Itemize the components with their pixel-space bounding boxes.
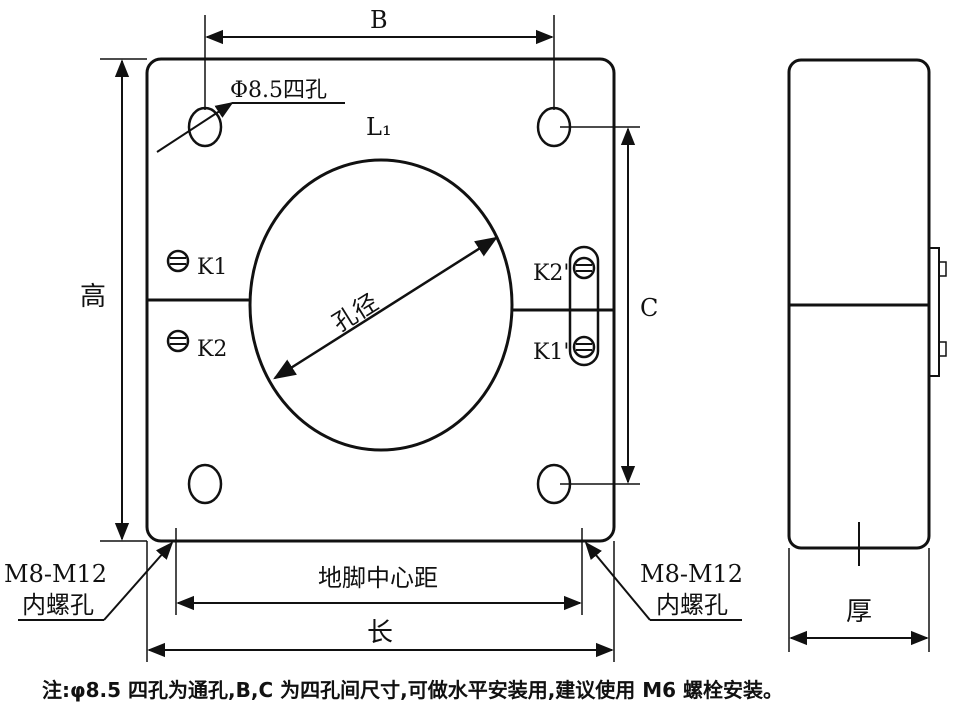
terminal-k2-label: K2 (197, 337, 227, 362)
side-terminal-tab (928, 247, 940, 377)
terminal-k1p-label: K1' (533, 340, 569, 365)
side-view: 厚 (787, 58, 947, 652)
thread-left-desc: 内螺孔 (22, 591, 94, 619)
length-label: 长 (367, 618, 393, 648)
screw-icon (166, 329, 190, 353)
dimension-height: 高 (80, 58, 147, 542)
thread-right-spec: M8-M12 (640, 560, 743, 588)
thickness-label: 厚 (846, 597, 872, 627)
hole-spec-label: Φ8.5四孔 (230, 78, 327, 103)
dimension-foot-center: 地脚中心距 (175, 528, 583, 615)
terminal-k1-label: K1 (197, 255, 227, 280)
thread-callout-left: M8-M12 内螺孔 (4, 541, 174, 621)
hole-diameter-leader (156, 102, 234, 153)
dimension-c: C (560, 126, 658, 485)
screw-icon (572, 335, 596, 359)
dimension-b-label: B (370, 6, 388, 34)
mount-hole-bottom-left (187, 463, 223, 505)
terminal-k2p-label: K2' (533, 261, 569, 286)
thread-callout-right: M8-M12 内螺孔 (584, 541, 743, 621)
height-label: 高 (80, 282, 106, 312)
terminal-k2: K2 (166, 329, 227, 362)
thread-left-leader (103, 541, 174, 621)
bore-diameter-arrow (273, 236, 498, 380)
terminal-k1: K1 (166, 249, 227, 280)
thread-left-spec: M8-M12 (4, 560, 107, 588)
screw-icon (572, 256, 596, 280)
dimension-c-label: C (640, 294, 658, 322)
bore-label: 孔径 (328, 288, 384, 337)
screw-icon (166, 249, 190, 273)
foot-center-label: 地脚中心距 (318, 564, 438, 592)
footnote: 注:φ8.5 四孔为通孔,B,C 为四孔间尺寸,可做水平安装用,建议使用 M6 … (42, 678, 783, 702)
thread-right-desc: 内螺孔 (656, 591, 728, 619)
center-bore (248, 158, 514, 452)
dimension-b: B (204, 6, 555, 110)
thread-right-leader (584, 541, 651, 621)
front-view: Φ8.5四孔 L₁ 孔径 K1 K2 K2' (145, 57, 616, 543)
winding-l1-label: L₁ (366, 113, 392, 141)
dimension-length: 长 (146, 541, 615, 662)
terminal-link-bar: K2' K1' (533, 245, 600, 367)
